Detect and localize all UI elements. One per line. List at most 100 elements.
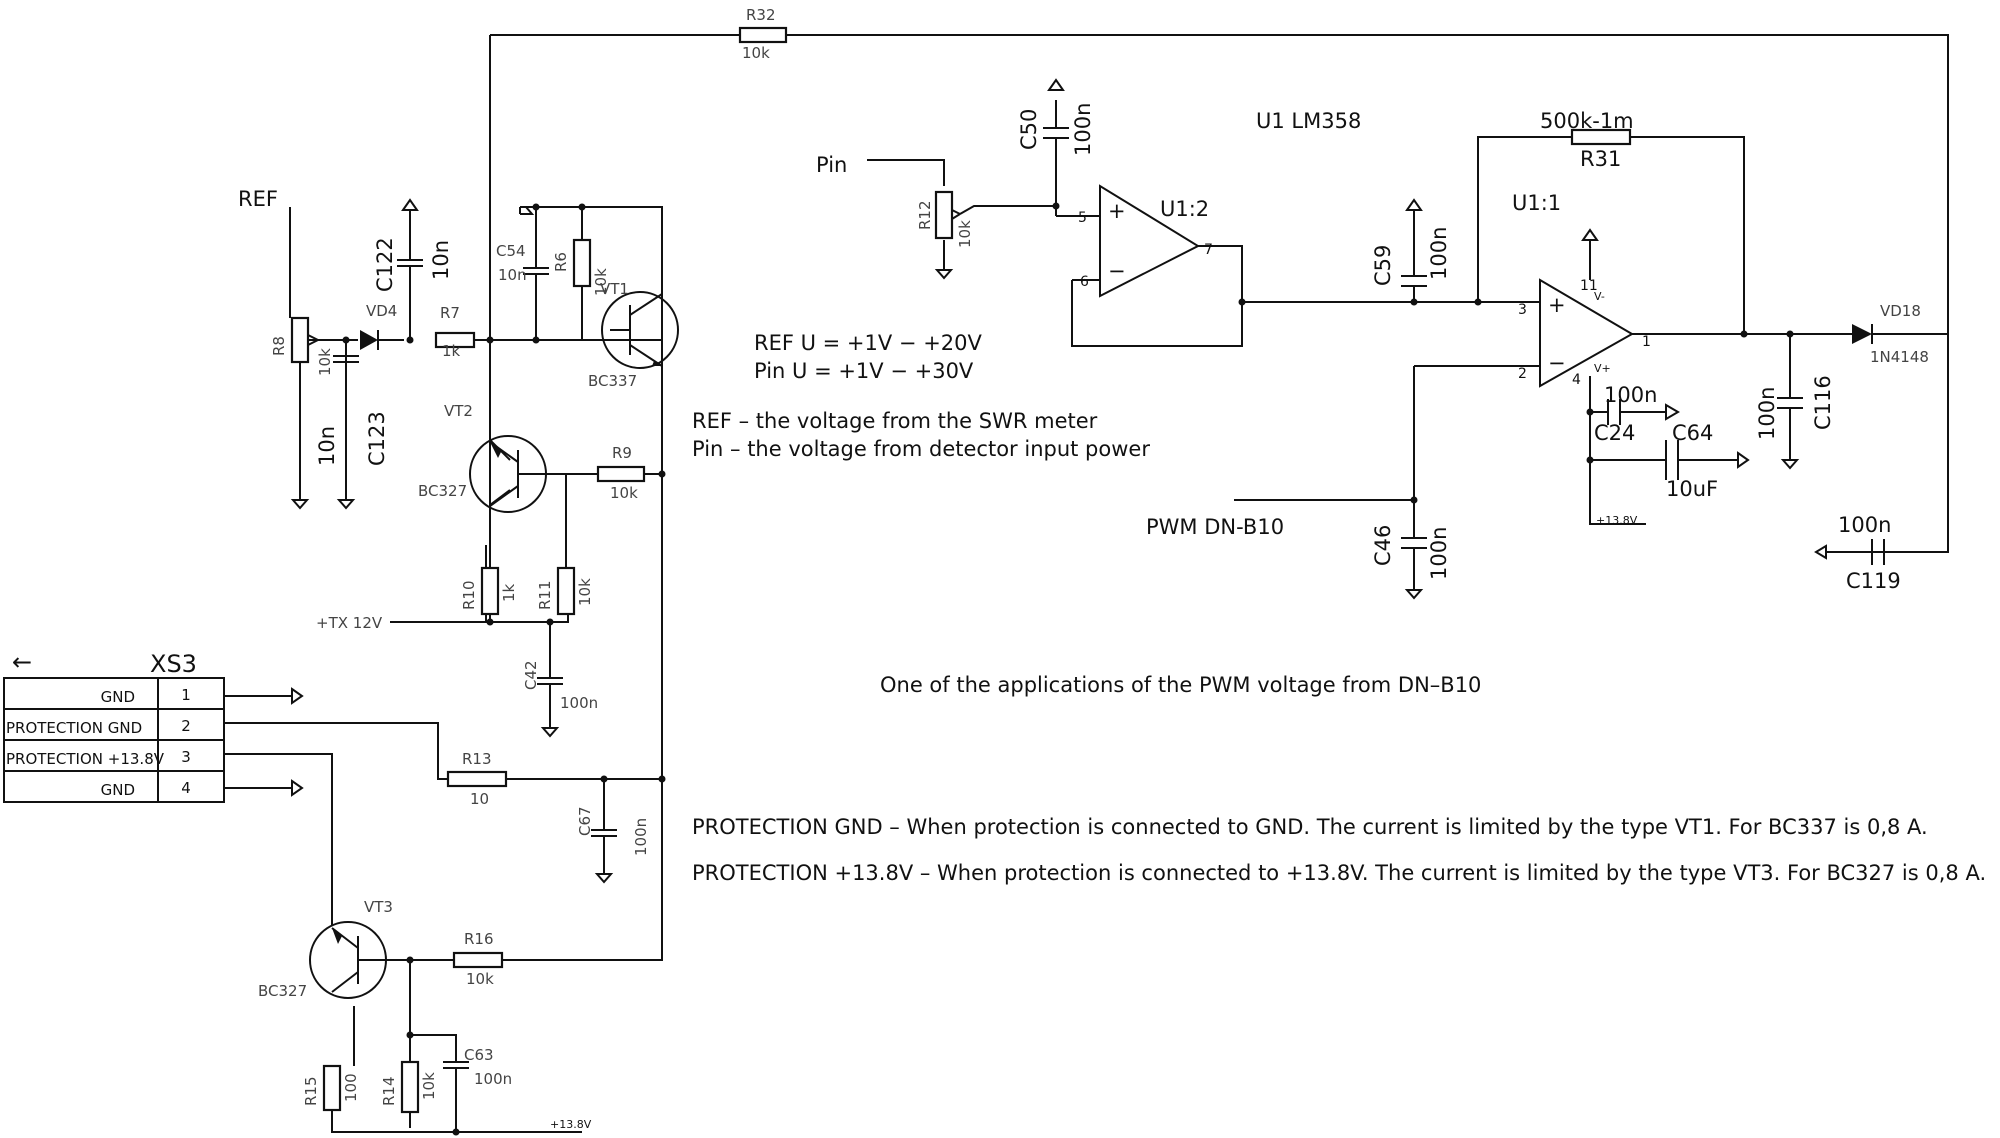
r16-ref: R16 xyxy=(464,930,494,948)
vd18-value: 1N4148 xyxy=(1870,348,1929,366)
pin-7: 7 xyxy=(1204,242,1213,258)
connector-row-label: GND xyxy=(101,688,135,706)
pin-5: 5 xyxy=(1078,210,1087,226)
vt1-body xyxy=(601,291,679,369)
note-pin-desc: Pin – the voltage from detector input po… xyxy=(692,437,1150,461)
connector-row-label: PROTECTION +13.8V xyxy=(6,750,165,768)
r6-value: 10k xyxy=(592,268,610,296)
connector-row-pin: 3 xyxy=(181,748,191,766)
c123-ref: C123 xyxy=(365,411,389,466)
c116-ref: C116 xyxy=(1811,375,1835,430)
vd18-body xyxy=(1852,324,1872,344)
c64-ref: C64 xyxy=(1672,421,1713,445)
r7-value: 1k xyxy=(442,342,461,360)
c119-value: 100n xyxy=(1838,513,1891,537)
r16-body xyxy=(452,951,504,969)
net-pwm: PWM DN-B10 xyxy=(1146,515,1284,539)
c46-value: 100n xyxy=(1427,527,1451,580)
r14-ref: R14 xyxy=(380,1076,398,1106)
u11-plus: + xyxy=(1548,293,1566,317)
vt3-value: BC327 xyxy=(258,982,307,1000)
r9-value: 10k xyxy=(610,484,638,502)
net-v138-bottom: +13.8V xyxy=(550,1118,592,1131)
r11-value: 10k xyxy=(576,578,594,606)
vt1-value: BC337 xyxy=(588,372,637,390)
r12-body xyxy=(934,190,954,240)
component-labels: R32 10k 500k-1m R31 REF R8 10k C122 10n … xyxy=(238,6,1929,1131)
connector-row-pin: 4 xyxy=(181,779,191,797)
c67-value: 100n xyxy=(632,818,650,856)
connector-xs3: XS3 ← GND PROTECTION GND PROTECTION +13.… xyxy=(3,648,225,803)
r10-ref: R10 xyxy=(460,580,478,610)
connector-row-pin: 1 xyxy=(181,686,191,704)
r7-body xyxy=(434,331,476,349)
r9-ref: R9 xyxy=(612,444,632,462)
note-ref-desc: REF – the voltage from the SWR meter xyxy=(692,409,1098,433)
c42-value: 100n xyxy=(560,694,598,712)
pin-11: 11 xyxy=(1580,278,1598,294)
c50-ref: C50 xyxy=(1017,109,1041,150)
vt2-ref: VT2 xyxy=(444,402,473,420)
c24-value: 100n xyxy=(1604,383,1657,407)
opamp-title: U1 LM358 xyxy=(1256,109,1361,133)
r32-value: 10k xyxy=(742,44,770,62)
connector-row-pin: 2 xyxy=(181,717,191,735)
c54-value: 10n xyxy=(498,266,527,284)
c63-ref: C63 xyxy=(464,1046,494,1064)
resistors xyxy=(290,26,1632,1114)
net-tx: +TX 12V xyxy=(316,614,383,632)
r13-body xyxy=(446,770,508,788)
u12-minus: − xyxy=(1108,259,1126,283)
transistors xyxy=(309,291,679,999)
r11-ref: R11 xyxy=(536,580,554,610)
r15-value: 100 xyxy=(342,1073,360,1102)
pin-6: 6 xyxy=(1080,274,1089,290)
c64-value: 10uF xyxy=(1666,477,1718,501)
r31-ref: R31 xyxy=(1580,147,1621,171)
opamps xyxy=(1099,184,1635,388)
diodes xyxy=(360,324,1890,350)
connector-row-label: PROTECTION GND xyxy=(6,719,142,737)
r8-value: 10k xyxy=(316,348,334,376)
u12-triangle xyxy=(1099,184,1201,298)
r9-body xyxy=(596,465,646,483)
c24-ref: C24 xyxy=(1594,421,1635,445)
r31-value: 500k-1m xyxy=(1540,109,1634,133)
c54-ref: C54 xyxy=(496,242,526,260)
vt1-ref: VT1 xyxy=(600,280,629,298)
connector-row-label: GND xyxy=(101,781,135,799)
r15-ref: R15 xyxy=(302,1076,320,1106)
r12-ref: R12 xyxy=(916,200,934,230)
r8-ref: R8 xyxy=(270,336,288,356)
junctions xyxy=(342,202,1794,1136)
ground-symbols xyxy=(290,78,1884,884)
pin-vminus: V- xyxy=(1594,290,1605,303)
net-pin: Pin xyxy=(816,153,847,177)
r8-body xyxy=(290,316,310,364)
note-application: One of the applications of the PWM volta… xyxy=(880,673,1481,697)
r7-ref: R7 xyxy=(440,304,460,322)
c122-ref: C122 xyxy=(373,237,397,292)
r31-body xyxy=(1570,128,1632,146)
u11-triangle xyxy=(1539,278,1635,388)
u11-label: U1:1 xyxy=(1512,191,1561,215)
u12-label: U1:2 xyxy=(1160,197,1209,221)
c50-value: 100n xyxy=(1071,103,1095,156)
r6-ref: R6 xyxy=(552,252,570,272)
connector-arrow: ← xyxy=(12,648,32,676)
net-v138-right: +13.8V xyxy=(1596,514,1638,527)
r10-body xyxy=(480,566,500,616)
r10-value: 1k xyxy=(500,583,518,602)
pin-vplus: V+ xyxy=(1594,362,1611,375)
c59-ref: C59 xyxy=(1371,245,1395,286)
r32-body xyxy=(738,26,788,44)
u11-minus: − xyxy=(1548,351,1566,375)
c63-value: 100n xyxy=(474,1070,512,1088)
r6-body xyxy=(572,238,592,288)
note-ref-range: REF U = +1V − +20V xyxy=(754,331,983,355)
capacitors xyxy=(333,127,1885,1069)
r13-value: 10 xyxy=(470,790,489,808)
r12-value: 10k xyxy=(956,220,974,248)
